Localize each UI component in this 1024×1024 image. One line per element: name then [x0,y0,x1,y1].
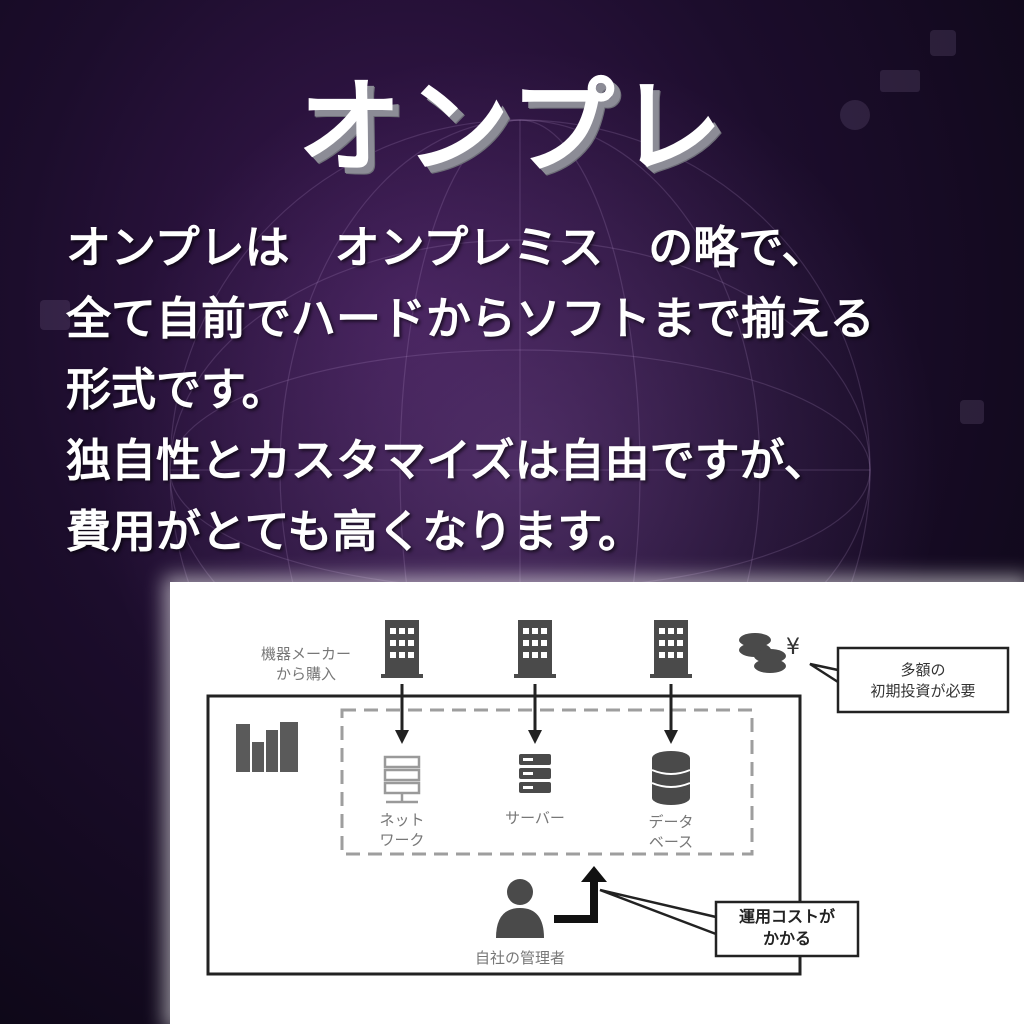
component-label-line: ベース [648,833,694,851]
equipment-boundary-box [340,708,754,856]
description-line: 全て自前でハードからソフトまで揃える [66,292,875,345]
on-premise-diagram: 機器メーカー から購入 ¥ 多額の 初期投資が必要 ネット ワーク サーバー デ… [170,582,1024,1024]
investment-callout-text: 多額の 初期投資が必要 [838,660,1008,702]
page-title: オンプレ [297,66,727,188]
cost-callout-line: 運用コストが [738,907,835,926]
network-icon [383,755,421,804]
vendor-label-line: 機器メーカー [260,645,351,663]
server-icon [519,754,551,793]
vendor-label-line: から購入 [275,665,336,683]
database-icon [652,751,690,805]
description-line: 独自性とカスタマイズは自由ですが、 [66,434,829,487]
component-label-line: ネット [379,811,425,829]
cost-arrow-icon [554,866,607,923]
company-boundary-box [206,694,802,976]
component-label-network: ネット ワーク [362,810,442,850]
description-line: 形式です。 [66,363,287,416]
investment-callout-line: 初期投資が必要 [870,682,976,700]
yen-symbol: ¥ [786,635,800,660]
component-label-server: サーバー [495,808,575,828]
admin-person-icon [496,879,544,938]
coins-icon [739,633,786,673]
description: オンプレは オンプレミス の略で、 全て自前でハードからソフトまで揃える 形式で… [66,212,1016,567]
component-label-line: データ [648,813,694,831]
vendor-label: 機器メーカー から購入 [246,644,366,684]
component-label-line: ワーク [379,831,425,849]
cost-callout-text: 運用コストが かかる [716,906,858,950]
company-buildings-icon [236,722,298,772]
admin-label: 自社の管理者 [474,949,565,967]
cost-callout-box [714,900,860,958]
investment-callout-box [836,646,1010,714]
description-line: オンプレは オンプレミス の略で、 [66,221,827,274]
description-line: 費用がとても高くなります。 [66,505,643,558]
component-label-line: サーバー [505,809,565,827]
investment-callout-line: 多額の [900,661,946,679]
cost-callout-line: かかる [762,929,811,948]
component-label-database: データ ベース [631,812,711,852]
